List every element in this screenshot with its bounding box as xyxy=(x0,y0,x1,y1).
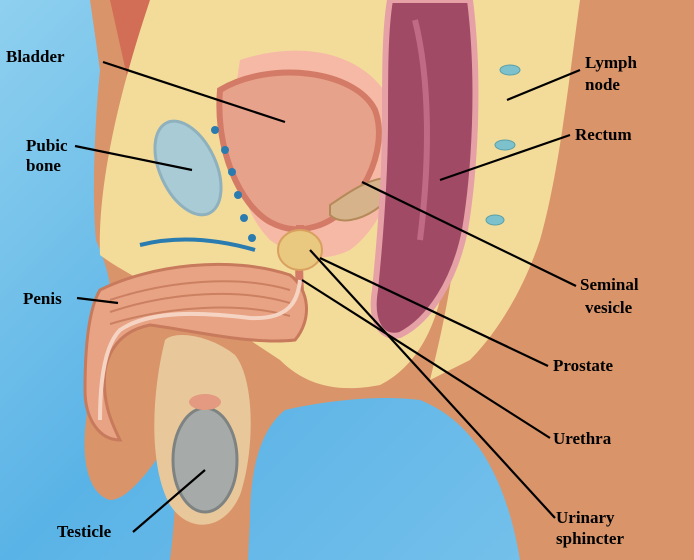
label-seminal-vesicle-line2: vesicle xyxy=(585,298,632,317)
label-pubic-bone-line1: Pubic xyxy=(26,136,68,155)
label-bladder: Bladder xyxy=(6,47,65,66)
label-penis: Penis xyxy=(23,289,62,308)
prostate-shape xyxy=(278,230,322,270)
label-prostate: Prostate xyxy=(553,356,613,375)
label-seminal-vesicle-line1: Seminal xyxy=(580,275,639,294)
label-rectum: Rectum xyxy=(575,125,632,144)
label-urinary-sphincter-line1: Urinary xyxy=(556,508,615,527)
label-urinary-sphincter-line2: sphincter xyxy=(556,529,624,548)
label-lymph-node-line2: node xyxy=(585,75,620,94)
label-pubic-bone-line2: bone xyxy=(26,156,61,175)
testicle-shape xyxy=(173,408,237,512)
label-testicle: Testicle xyxy=(57,522,111,541)
label-urethra: Urethra xyxy=(553,429,611,448)
label-lymph-node-line1: Lymph xyxy=(585,53,637,72)
